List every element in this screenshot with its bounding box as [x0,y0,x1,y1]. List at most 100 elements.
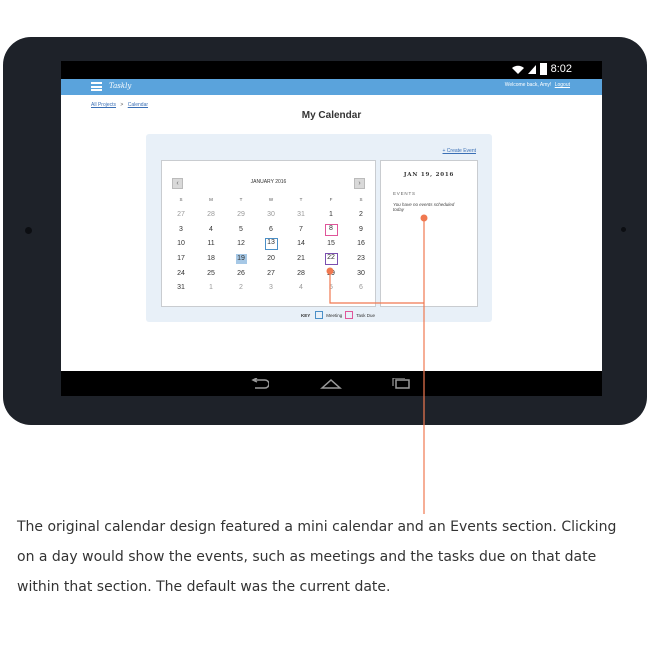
weekday-label: T [299,197,303,202]
calendar-day[interactable]: 24 [166,266,196,281]
breadcrumb-all-projects[interactable]: All Projects [91,102,117,108]
calendar-day[interactable]: 15 [316,237,346,252]
welcome-text: Welcome back, Amy! [504,82,552,88]
calendar-day[interactable]: 5 [316,281,346,296]
calendar-day[interactable]: 25 [196,266,226,281]
back-icon[interactable] [251,378,269,389]
calendar-day[interactable]: 7 [286,223,316,238]
calendar-day[interactable]: 28 [286,266,316,281]
key-label: KEY [301,312,311,318]
calendar-day[interactable]: 6 [346,281,376,296]
calendar-day-number: 24 [177,269,185,277]
calendar-day[interactable]: 3 [256,281,286,296]
calendar-day-number: 30 [357,269,365,277]
logout-link[interactable]: Logout [554,82,570,88]
calendar-day-number: 8 [324,223,338,236]
breadcrumb-separator: > [120,102,124,108]
breadcrumb-calendar[interactable]: Calendar [127,102,149,108]
signal-icon [527,64,536,74]
welcome-area: Welcome back, Amy! Logout [505,82,570,88]
calendar-day[interactable]: 26 [226,266,256,281]
calendar-day[interactable]: 3 [166,223,196,238]
calendar-day-number: 4 [299,284,303,292]
calendar-day-number: 29 [327,269,335,277]
calendar-day-number: 31 [177,284,185,292]
calendar-day-number: 27 [267,269,275,277]
app-header: Taskly Welcome back, Amy! Logout [61,79,602,95]
calendar-day[interactable]: 30 [256,208,286,223]
calendar-day[interactable]: 1 [316,208,346,223]
prev-month-button[interactable]: ‹ [172,178,183,189]
create-event-link[interactable]: + Create Event [442,148,477,154]
calendar-day-number: 25 [207,269,215,277]
calendar-day[interactable]: 10 [166,237,196,252]
home-icon[interactable] [320,378,342,389]
calendar-day-number: 2 [359,211,363,219]
status-bar: 8:02 [61,61,602,79]
breadcrumb: All Projects > Calendar [91,102,148,108]
calendar-day[interactable]: 17 [166,252,196,267]
calendar-day[interactable]: 8 [316,223,346,238]
calendar-day-number: 15 [327,240,335,248]
calendar-day-number: 22 [324,253,338,266]
calendar-day[interactable]: 19 [226,252,256,267]
calendar-day[interactable]: 20 [256,252,286,267]
calendar-day[interactable]: 4 [196,223,226,238]
app-logo[interactable]: Taskly [109,82,132,90]
calendar-day[interactable]: 11 [196,237,226,252]
calendar-day[interactable]: 2 [346,208,376,223]
calendar-day[interactable]: 27 [256,266,286,281]
calendar-day[interactable]: 21 [286,252,316,267]
calendar-day[interactable]: 28 [196,208,226,223]
calendar-day[interactable]: 29 [316,266,346,281]
calendar-day[interactable]: 13 [256,237,286,252]
calendar-day-number: 9 [359,225,363,233]
menu-icon[interactable] [91,82,102,91]
events-date: JAN 19, 2016 [403,172,455,178]
calendar-day[interactable]: 1 [196,281,226,296]
calendar-day[interactable]: 2 [226,281,256,296]
calendar-day-number: 7 [299,225,303,233]
calendar-day[interactable]: 4 [286,281,316,296]
recent-apps-icon[interactable] [392,378,410,389]
calendar-day-number: 2 [239,284,243,292]
calendar-day[interactable]: 14 [286,237,316,252]
task-due-swatch [345,311,354,319]
calendar-day[interactable]: 29 [226,208,256,223]
chevron-left-icon: ‹ [176,180,179,187]
next-month-button[interactable]: › [354,178,365,189]
calendar-day[interactable]: 16 [346,237,376,252]
calendar-day[interactable]: 18 [196,252,226,267]
calendar-day-number: 18 [207,255,215,263]
calendar-day[interactable]: 12 [226,237,256,252]
sensor-dot [621,227,626,232]
calendar-day-number: 5 [329,284,333,292]
weekday-label: M [209,197,213,202]
events-heading: EVENTS [393,191,416,196]
calendar-day-number: 28 [297,269,305,277]
calendar-day[interactable]: 23 [346,252,376,267]
calendar-day[interactable]: 6 [256,223,286,238]
weekday-label: T [239,197,243,202]
calendar-day-number: 6 [269,225,273,233]
calendar-day-number: 28 [207,211,215,219]
calendar-day-number: 12 [237,240,245,248]
calendar-day[interactable]: 5 [226,223,256,238]
calendar-day[interactable]: 22 [316,252,346,267]
calendar-day[interactable]: 31 [286,208,316,223]
calendar-day-number: 31 [297,211,305,219]
calendar-day[interactable]: 9 [346,223,376,238]
calendar-day-number: 14 [297,240,305,248]
calendar-day[interactable]: 31 [166,281,196,296]
device-screen: 8:02 Taskly Welcome back, Amy! Logout Al… [61,61,602,396]
calendar-day-number: 5 [239,225,243,233]
calendar-day-number: 10 [177,240,185,248]
weekday-label: F [329,197,333,202]
calendar-day[interactable]: 27 [166,208,196,223]
meeting-swatch [315,311,324,319]
calendar-day[interactable]: 30 [346,266,376,281]
calendar-day-number: 3 [179,225,183,233]
description-caption: The original calendar design featured a … [17,519,617,595]
